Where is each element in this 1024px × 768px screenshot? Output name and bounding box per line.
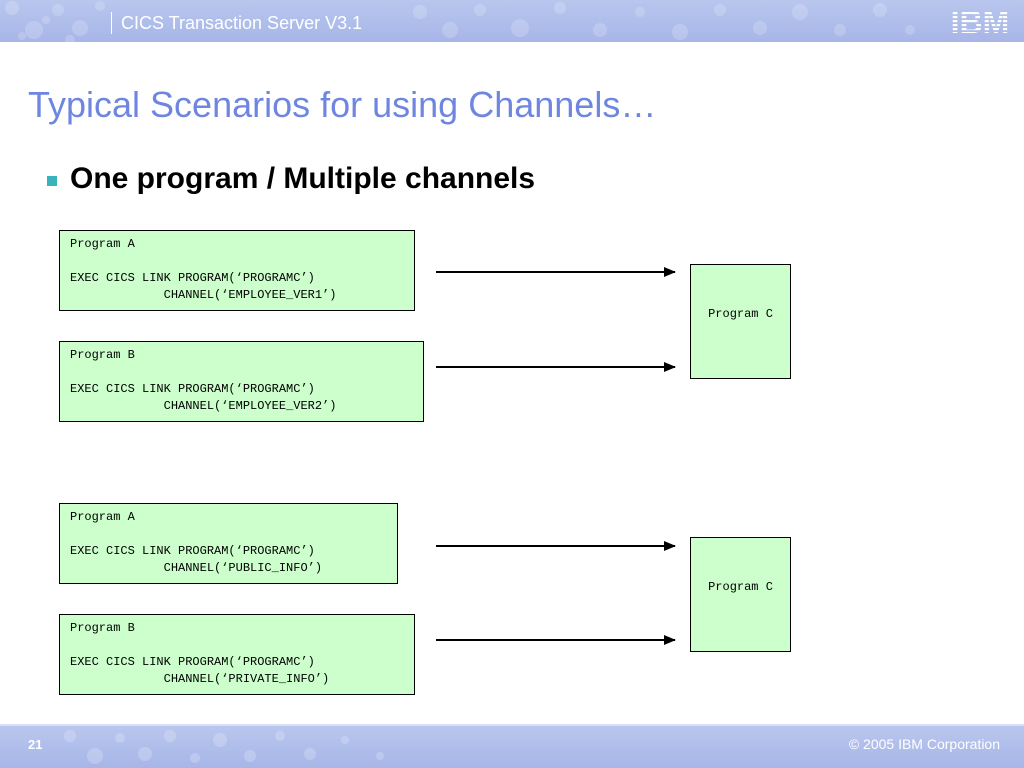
- box-title: Program B: [70, 621, 135, 635]
- footer-pattern: [64, 730, 384, 764]
- footer-divider: [0, 724, 1024, 726]
- footer-bar: 21 © 2005 IBM Corporation: [0, 726, 1024, 768]
- header-pattern: [5, 1, 915, 42]
- box-code-line: EXEC CICS LINK PROGRAM(‘PROGRAMC’): [70, 544, 315, 558]
- box-code-line: EXEC CICS LINK PROGRAM(‘PROGRAMC’): [70, 382, 315, 396]
- ibm-logo: IBM: [951, 4, 1010, 38]
- box-code-line: CHANNEL(‘EMPLOYEE_VER2’): [70, 399, 337, 413]
- header-bar: CICS Transaction Server V3.1 IBM: [0, 0, 1024, 42]
- program-c-box-1: Program C: [690, 264, 791, 379]
- program-a-box-2: Program A EXEC CICS LINK PROGRAM(‘PROGRA…: [59, 503, 398, 584]
- box-code-line: EXEC CICS LINK PROGRAM(‘PROGRAMC’): [70, 271, 315, 285]
- box-title: Program A: [70, 510, 135, 524]
- box-title: Program A: [70, 237, 135, 251]
- header-title: CICS Transaction Server V3.1: [121, 13, 363, 33]
- bullet-square-icon: [47, 176, 57, 186]
- svg-text:IBM: IBM: [951, 4, 1010, 38]
- program-c-box-2: Program C: [690, 537, 791, 652]
- program-a-box-1: Program A EXEC CICS LINK PROGRAM(‘PROGRA…: [59, 230, 415, 311]
- box-code-line: CHANNEL(‘PRIVATE_INFO’): [70, 672, 330, 686]
- page-number: 21: [28, 737, 43, 752]
- bullet-text: One program / Multiple channels: [70, 162, 536, 195]
- program-b-box-1: Program B EXEC CICS LINK PROGRAM(‘PROGRA…: [59, 341, 424, 422]
- program-b-box-2: Program B EXEC CICS LINK PROGRAM(‘PROGRA…: [59, 614, 415, 695]
- target-label: Program C: [708, 580, 773, 594]
- box-code-line: CHANNEL(‘PUBLIC_INFO’): [70, 561, 323, 575]
- slide-title: Typical Scenarios for using Channels…: [28, 84, 657, 125]
- header-separator: [111, 12, 112, 34]
- target-label: Program C: [708, 307, 773, 321]
- box-code-line: CHANNEL(‘EMPLOYEE_VER1’): [70, 288, 337, 302]
- box-title: Program B: [70, 348, 135, 362]
- box-code-line: EXEC CICS LINK PROGRAM(‘PROGRAMC’): [70, 655, 315, 669]
- copyright-text: © 2005 IBM Corporation: [848, 736, 1000, 752]
